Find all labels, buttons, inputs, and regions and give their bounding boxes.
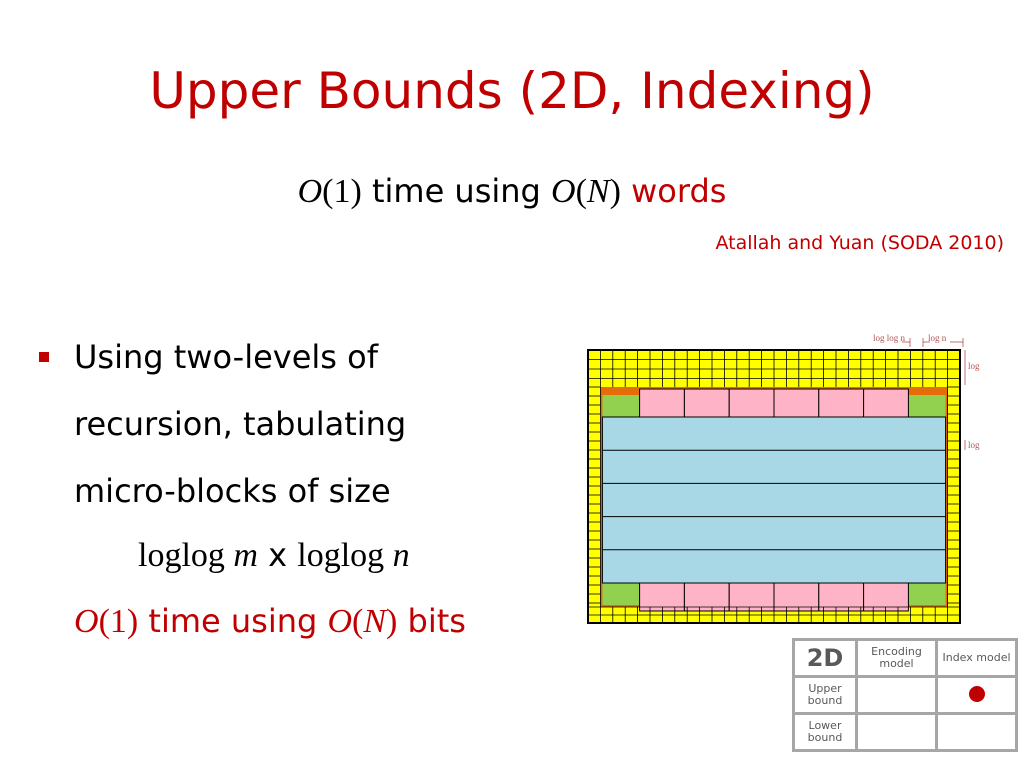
- result-lp: (: [352, 603, 364, 640]
- green-block: [908, 395, 946, 417]
- classification-table: 2D Encoding model Index model Upper boun…: [792, 638, 1018, 752]
- label-loglog-n: log log n: [873, 333, 906, 343]
- bullet-line-2: recursion, tabulating: [74, 405, 407, 443]
- grid-outer-border: [587, 349, 961, 624]
- bullet-formula: loglog m x loglog n: [138, 536, 410, 575]
- bullet-result: O(1) time using O(N) bits: [74, 602, 466, 641]
- formula-loglog-2: loglog: [297, 537, 393, 574]
- pink-block: [818, 388, 865, 418]
- result-o2: O: [327, 603, 353, 640]
- subtitle-paren1: (1): [322, 173, 362, 210]
- table-cell-lower-encoding: [855, 712, 938, 752]
- formula-m: m: [233, 537, 258, 574]
- pink-block: [728, 388, 775, 418]
- pink-block: [773, 388, 820, 418]
- green-block: [602, 583, 640, 605]
- result-rp: ): [386, 603, 398, 640]
- subtitle-n: N: [586, 173, 610, 210]
- label-loglog-m: log log m: [968, 440, 980, 450]
- pink-block: [863, 388, 909, 418]
- citation: Atallah and Yuan (SODA 2010): [715, 232, 1004, 254]
- table-row-upper: Upper bound: [792, 675, 858, 715]
- slide-subtitle: O(1) time using O(N) words: [0, 172, 1024, 211]
- table-col-encoding: Encoding model: [855, 638, 938, 678]
- result-o1: O: [74, 603, 99, 640]
- subtitle-lp: (: [575, 173, 587, 210]
- subtitle-rp: ): [609, 173, 621, 210]
- formula-x: x: [257, 536, 298, 574]
- green-block: [908, 583, 946, 605]
- result-paren1: (1): [98, 603, 139, 640]
- formula-loglog-1: loglog: [138, 537, 234, 574]
- grid-fills: [588, 350, 960, 623]
- slide-title: Upper Bounds (2D, Indexing): [149, 62, 875, 120]
- formula-n: n: [392, 537, 410, 574]
- pink-block: [863, 582, 909, 612]
- annotations: log log n log n log m log log m: [873, 333, 980, 450]
- table-cell-lower-index: [935, 712, 1018, 752]
- label-log-m: log m: [968, 361, 980, 371]
- grid-lines: [587, 349, 961, 624]
- table-cell-upper-encoding: [855, 675, 938, 715]
- table-cell-upper-index: [935, 675, 1018, 715]
- bullet-marker: [39, 352, 49, 362]
- pink-block: [639, 388, 685, 418]
- blue-core-region: [601, 416, 947, 584]
- label-log-n: log n: [928, 333, 947, 343]
- current-result-dot: [968, 685, 985, 702]
- subtitle-mid: time using: [361, 172, 552, 210]
- bullet-line-1: Using two-levels of: [74, 338, 378, 376]
- result-bits: bits: [397, 602, 466, 640]
- result-n: N: [363, 603, 387, 640]
- subtitle-o2: O: [551, 173, 576, 210]
- table-col-index: Index model: [935, 638, 1018, 678]
- subtitle-o1: O: [297, 173, 323, 210]
- table-corner-2d: 2D: [792, 638, 858, 678]
- table-row-lower: Lower bound: [792, 712, 858, 752]
- result-mid: time using: [138, 602, 328, 640]
- pink-block: [683, 388, 730, 418]
- recursion-grid-diagram: log log n log n log m log log m: [587, 333, 980, 624]
- subtitle-words: words: [620, 172, 727, 210]
- bullet-line-3: micro-blocks of size: [74, 472, 391, 510]
- green-block: [602, 395, 640, 417]
- pink-block: [818, 582, 865, 612]
